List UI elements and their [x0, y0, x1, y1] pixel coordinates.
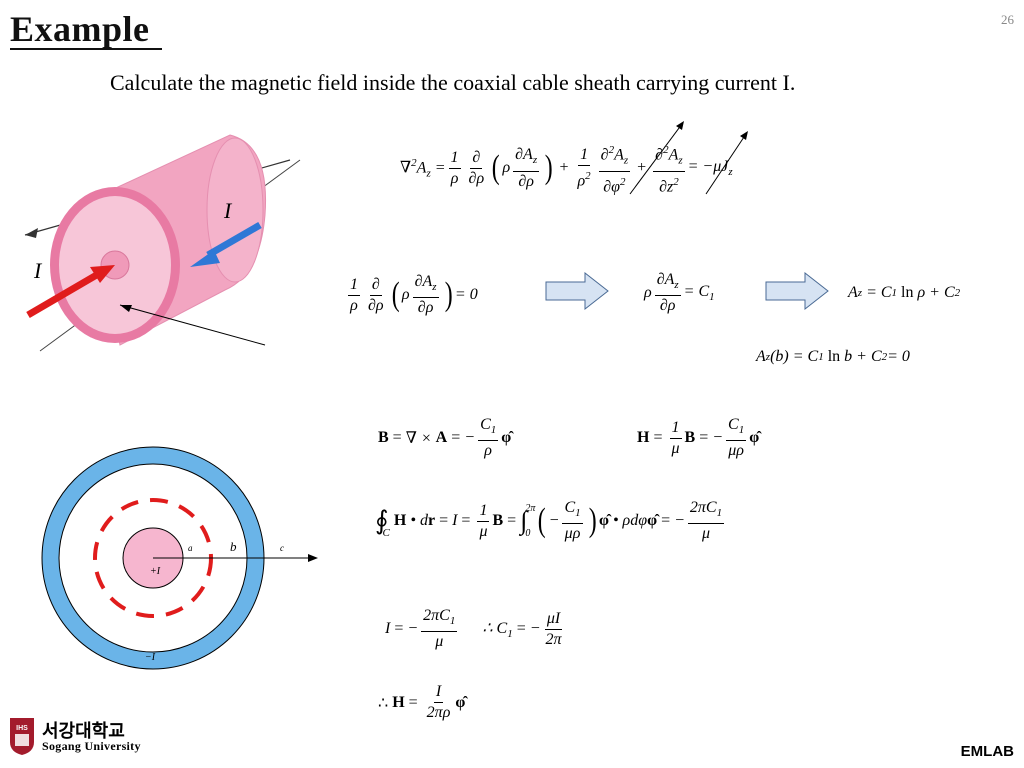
- current-arrow-blue: [206, 221, 262, 259]
- cross-section-figure: [41, 446, 318, 670]
- label-a: a: [188, 543, 193, 553]
- slide-title: Example: [10, 9, 150, 49]
- current-arrowhead-blue: [190, 250, 220, 267]
- radius-arrowhead: [308, 554, 318, 562]
- first-integral: ρ∂Az∂ρ = C1: [644, 271, 715, 315]
- label-c: c: [280, 543, 284, 553]
- label-b: b: [230, 539, 237, 554]
- pointer-arrowhead: [120, 305, 132, 312]
- title-underline: [10, 48, 162, 50]
- university-name-english: Sogang University: [42, 739, 141, 753]
- university-name-korean: 서강대학교: [42, 721, 125, 742]
- label-inner-current: +I: [150, 566, 161, 577]
- step-arrow-2: [765, 272, 829, 310]
- slide-subtitle: Calculate the magnetic field inside the …: [110, 70, 796, 95]
- step-arrow-1: [545, 272, 609, 310]
- axis-arrowhead: [25, 228, 38, 238]
- svg-text:IHS: IHS: [16, 725, 28, 732]
- current-arrow-red: [26, 269, 102, 319]
- current-label-left: I: [34, 258, 42, 283]
- current-label-top: I: [224, 198, 232, 223]
- reduced-rhs: = 0: [454, 286, 478, 304]
- footer-brand: EMLAB: [960, 743, 1014, 760]
- page-number: 26: [1001, 12, 1014, 27]
- laplace-rhs: = −μJz: [687, 158, 733, 179]
- current-arrowhead-red: [90, 265, 115, 283]
- university-seal-icon: IHS: [10, 718, 34, 755]
- laplace-lhs: ∇2Az =: [400, 157, 446, 180]
- pointer-line: [119, 304, 266, 346]
- coax-cable-figure: [24, 134, 301, 352]
- strike-arrows: [629, 121, 748, 195]
- label-outer-current: −I: [145, 652, 156, 663]
